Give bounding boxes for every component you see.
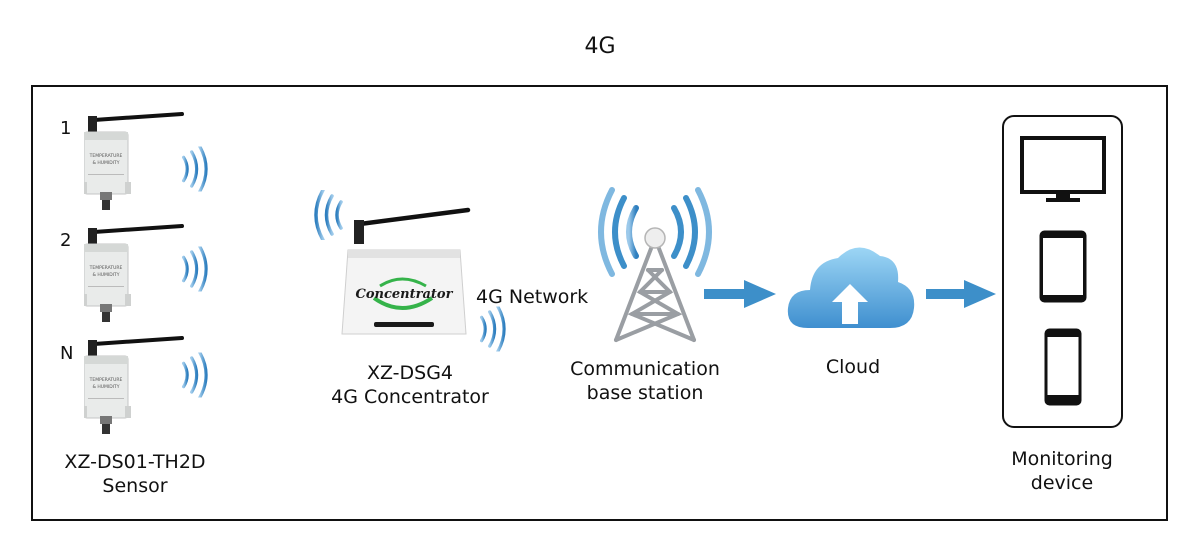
signal-waves-icon — [305, 190, 345, 240]
signal-waves-icon — [478, 306, 514, 352]
diagram-frame — [31, 85, 1168, 521]
base-station-label-line1: Communication — [570, 358, 720, 380]
signal-waves-icon — [180, 352, 216, 398]
cloud-icon — [787, 247, 915, 328]
tablet-icon — [1039, 230, 1087, 303]
concentrator-model-label: XZ-DSG4 — [366, 362, 454, 384]
monitoring-label-line2: device — [1030, 472, 1094, 494]
arrow-right-icon — [704, 280, 776, 308]
concentrator-brand-text: Concentrator — [356, 287, 454, 302]
monitoring-device-panel — [1002, 115, 1123, 428]
sensor-device-n — [84, 336, 194, 436]
diagram-title: 4G — [584, 34, 616, 59]
arrow-right-icon — [926, 280, 996, 308]
base-station-label-line2: base station — [586, 382, 704, 404]
base-station-caption: Communication base station — [555, 357, 735, 405]
sensor-number-1: 1 — [60, 118, 72, 139]
network-label: 4G Network — [476, 286, 589, 308]
sensor-number-n: N — [60, 343, 74, 364]
sensor-device-2 — [84, 224, 194, 324]
monitor-icon — [1020, 136, 1106, 202]
concentrator-caption: XZ-DSG4 4G Concentrator — [310, 361, 510, 409]
concentrator-device: Concentrator — [341, 207, 471, 335]
sensor-type-label: Sensor — [102, 475, 168, 497]
sensor-number-2: 2 — [60, 230, 72, 251]
monitoring-label-line1: Monitoring — [1011, 448, 1113, 470]
signal-waves-icon — [180, 246, 216, 292]
base-station-tower-icon — [598, 187, 712, 342]
concentrator-type-label: 4G Concentrator — [331, 386, 489, 408]
smartphone-icon — [1044, 328, 1082, 406]
sensor-caption: XZ-DS01-TH2D Sensor — [40, 450, 230, 498]
sensor-model-label: XZ-DS01-TH2D — [64, 451, 206, 473]
monitoring-caption: Monitoring device — [992, 447, 1132, 495]
cloud-caption: Cloud — [825, 356, 881, 378]
signal-waves-icon — [180, 146, 216, 192]
sensor-device-1 — [84, 112, 194, 212]
